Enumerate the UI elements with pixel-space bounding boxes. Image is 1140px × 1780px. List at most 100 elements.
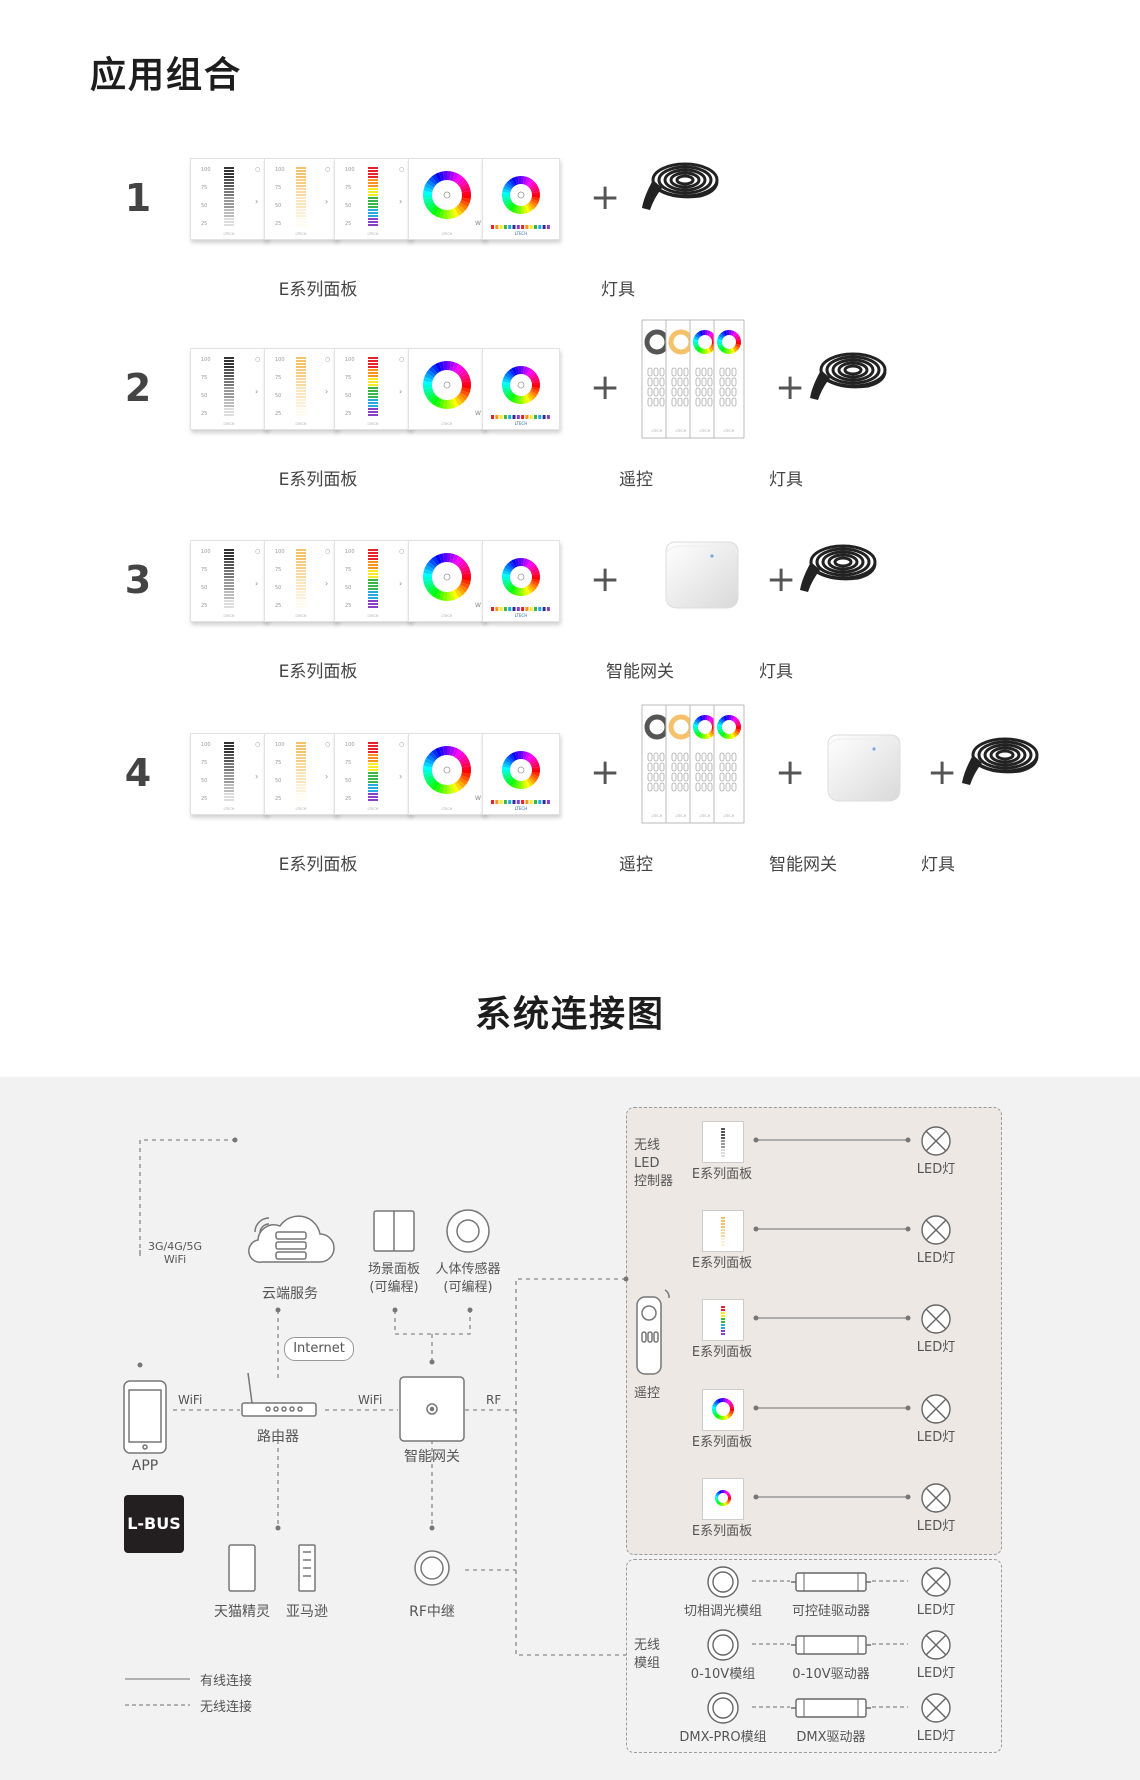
svg-text:25: 25 [345, 221, 351, 227]
led-bulb-icon [920, 1692, 952, 1728]
svg-text:75: 75 [201, 185, 207, 191]
combo-item-label: 遥控 [619, 470, 653, 490]
scene-panel-icon [373, 1210, 415, 1252]
svg-text:50: 50 [201, 203, 207, 209]
combo-item-label: 灯具 [921, 855, 955, 875]
svg-text:75: 75 [345, 760, 351, 766]
svg-text:25: 25 [275, 603, 281, 609]
svg-text:LTECH: LTECH [224, 232, 235, 236]
driver-icon [790, 1697, 872, 1723]
svg-text:LTECH: LTECH [296, 422, 307, 426]
cloud-icon [248, 1215, 335, 1263]
led-strip-image [960, 731, 1040, 795]
svg-text:LTECH: LTECH [515, 231, 527, 236]
module-icon [705, 1629, 741, 1665]
svg-text:›: › [255, 197, 258, 206]
svg-text:100: 100 [201, 167, 211, 173]
led-bulb-icon [920, 1566, 952, 1602]
combo-item-label: E系列面板 [278, 662, 358, 682]
svg-text:25: 25 [201, 796, 207, 802]
mini-e-series-panel [702, 1210, 744, 1252]
svg-text:LTECH: LTECH [224, 422, 235, 426]
rf-repeater-icon [414, 1550, 450, 1586]
svg-text:›: › [325, 197, 328, 206]
svg-text:75: 75 [345, 185, 351, 191]
svg-text:75: 75 [345, 375, 351, 381]
plus-sign: + [775, 752, 806, 793]
svg-text:50: 50 [345, 203, 351, 209]
driver-label: DMX驱动器 [796, 1730, 866, 1745]
svg-text:›: › [255, 772, 258, 781]
svg-text:75: 75 [275, 567, 281, 573]
wifi-label-router: WiFi [358, 1393, 383, 1407]
svg-text:100: 100 [275, 549, 285, 555]
smart-gateway-image [822, 731, 906, 811]
cloud-label: 云端服务 [262, 1286, 318, 1302]
combo-item-label: E系列面板 [278, 470, 358, 490]
svg-text:100: 100 [201, 357, 211, 363]
driver-icon [790, 1634, 872, 1660]
tmall-label: 天猫精灵 [214, 1604, 270, 1620]
combo-item-label: 智能网关 [606, 662, 674, 682]
gateway-icon [399, 1376, 465, 1442]
svg-text:100: 100 [345, 549, 355, 555]
svg-text:›: › [325, 579, 328, 588]
svg-text:LTECH: LTECH [368, 807, 379, 811]
led-strip-image [640, 156, 720, 220]
svg-text:100: 100 [275, 357, 285, 363]
svg-text:W: W [475, 602, 481, 609]
plus-sign: + [590, 367, 621, 408]
svg-text:○: ○ [325, 741, 330, 748]
svg-text:○: ○ [399, 166, 404, 173]
app-label: APP [131, 1458, 159, 1474]
led-bulb-icon [920, 1214, 952, 1250]
sensor-icon [446, 1209, 490, 1253]
svg-text:50: 50 [275, 203, 281, 209]
svg-text:50: 50 [345, 585, 351, 591]
combo-item-label: E系列面板 [278, 855, 358, 875]
svg-text:LTECH: LTECH [442, 807, 453, 811]
remote-icon [636, 1289, 670, 1375]
remote-label: 遥控 [634, 1386, 661, 1401]
svg-text:25: 25 [275, 411, 281, 417]
led-bulb-icon [920, 1393, 952, 1429]
svg-text:○: ○ [399, 548, 404, 555]
wireless-module-box [626, 1559, 1002, 1753]
led-label: LED灯 [916, 1430, 956, 1445]
wireless-module-label: 无线模组 [634, 1638, 661, 1671]
mini-e-series-panel [702, 1121, 744, 1163]
plus-sign: + [766, 559, 797, 600]
led-label: LED灯 [916, 1519, 956, 1534]
svg-text:25: 25 [345, 603, 351, 609]
svg-text:LTECH: LTECH [515, 806, 527, 811]
svg-text:100: 100 [201, 549, 211, 555]
svg-text:LTECH: LTECH [442, 232, 453, 236]
scene-panel-label: 场景面板(可编程) [367, 1262, 420, 1295]
svg-text:LTECH: LTECH [676, 429, 687, 433]
svg-text:75: 75 [275, 185, 281, 191]
lbus-logo: L-BUS [124, 1495, 184, 1553]
combo-item-label: 灯具 [769, 470, 803, 490]
svg-text:25: 25 [275, 221, 281, 227]
driver-icon [790, 1571, 872, 1597]
svg-text:75: 75 [201, 760, 207, 766]
led-bulb-icon [920, 1629, 952, 1665]
svg-text:75: 75 [275, 375, 281, 381]
svg-text:50: 50 [201, 393, 207, 399]
svg-text:○: ○ [325, 548, 330, 555]
combo-item-label: 灯具 [759, 662, 793, 682]
svg-text:LTECH: LTECH [224, 807, 235, 811]
svg-text:LTECH: LTECH [700, 814, 711, 818]
svg-text:50: 50 [201, 778, 207, 784]
svg-text:LTECH: LTECH [224, 614, 235, 618]
svg-text:50: 50 [275, 778, 281, 784]
panel-label: E系列面板 [691, 1345, 753, 1360]
